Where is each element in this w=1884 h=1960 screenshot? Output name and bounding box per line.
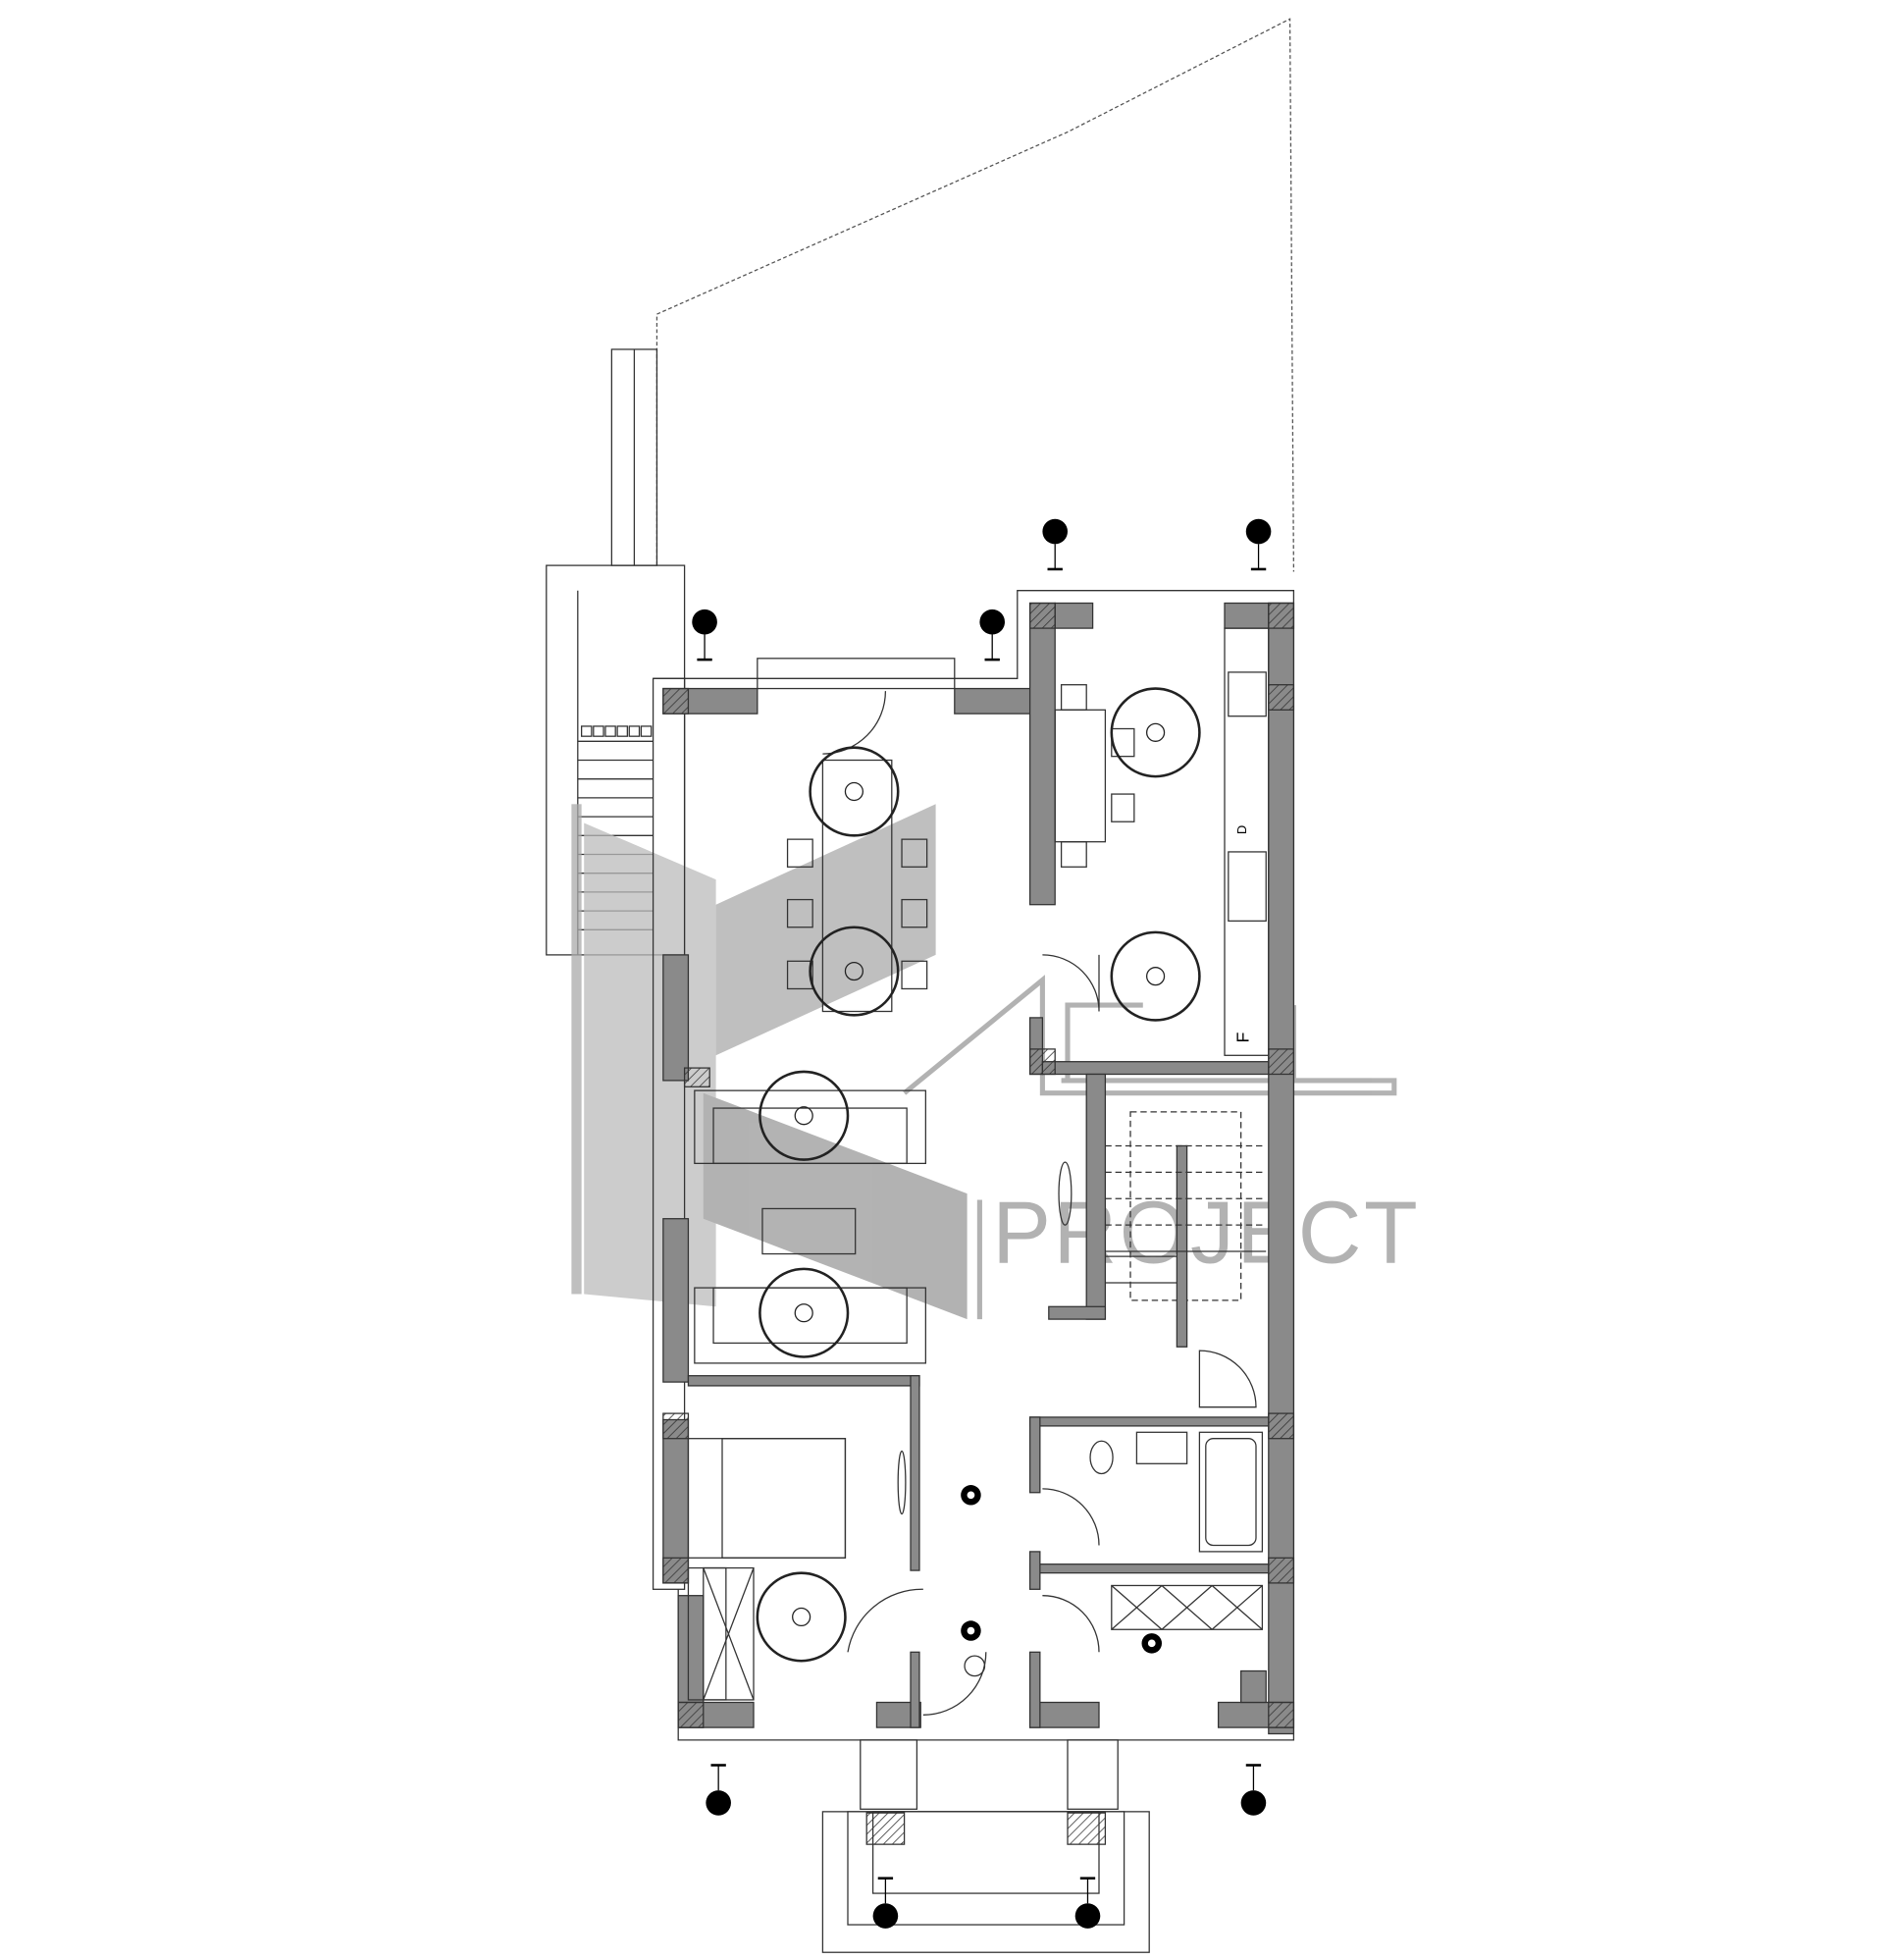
stair-nosing xyxy=(581,725,593,737)
clearance-circle-center xyxy=(792,1607,811,1627)
entry-steps xyxy=(821,1739,1150,1953)
grid-bubble xyxy=(1042,518,1068,545)
watermark-logo: PROJECT xyxy=(571,804,1420,1320)
clearance-circle xyxy=(759,1267,850,1358)
clearance-circle xyxy=(759,1070,850,1161)
stair-nosing xyxy=(628,725,641,737)
grid-bubble xyxy=(692,609,717,635)
clearance-circle xyxy=(809,746,900,837)
stair-nosing xyxy=(593,725,604,737)
stair-nosing xyxy=(640,725,653,737)
grid-markers xyxy=(692,518,1272,1929)
grid-bubble xyxy=(1240,1790,1267,1816)
light-point-center xyxy=(1147,1639,1156,1648)
plot-boundary xyxy=(655,18,1295,572)
light-point-center xyxy=(967,1491,975,1500)
clearance-circle xyxy=(809,926,900,1017)
grid-bubble xyxy=(979,609,1005,635)
main-stair xyxy=(1105,1111,1267,1348)
light-point-center xyxy=(967,1626,975,1635)
stair-nosing xyxy=(616,725,628,737)
grid-bubble xyxy=(706,1790,731,1816)
clearance-circle-center xyxy=(794,1106,813,1126)
clearance-circle-center xyxy=(844,961,864,981)
fridge-label: F xyxy=(1232,1033,1252,1043)
clearance-circle-center xyxy=(844,781,864,802)
clearance-circle-center xyxy=(1146,722,1166,742)
clearance-circle xyxy=(1110,687,1201,778)
grid-bubble xyxy=(1245,518,1272,545)
clearance-circles xyxy=(756,687,1201,1663)
clearance-circle-center xyxy=(1146,967,1166,986)
watermark-subtitle: PROJECT xyxy=(992,1184,1420,1282)
clearance-circle xyxy=(756,1571,847,1663)
walls xyxy=(662,602,1295,1735)
clearance-circle-center xyxy=(794,1303,813,1323)
grid-bubble xyxy=(1074,1903,1101,1929)
grid-bubble xyxy=(872,1903,899,1929)
stair-nosing xyxy=(604,725,616,737)
dishwasher-label: D xyxy=(1234,825,1249,834)
clearance-circle xyxy=(1110,930,1201,1022)
